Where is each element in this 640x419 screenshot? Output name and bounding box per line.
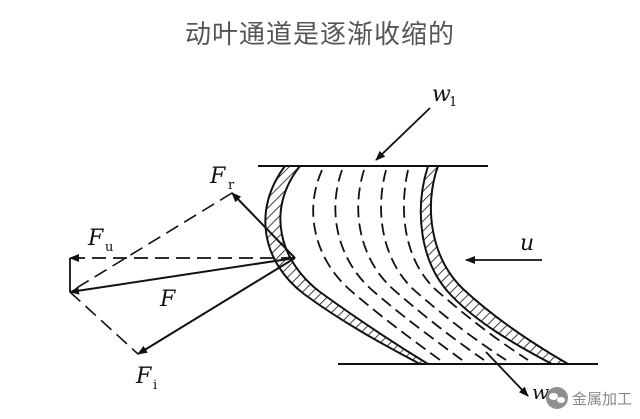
w2-arrow bbox=[485, 351, 529, 397]
page-title: 动叶通道是逐渐收缩的 bbox=[184, 20, 455, 50]
f-label: F bbox=[159, 287, 176, 312]
w1-subscript: 1 bbox=[449, 95, 457, 110]
fu-subscript: u bbox=[105, 240, 113, 255]
fi-subscript: i bbox=[153, 378, 157, 393]
fi-label: F bbox=[135, 364, 152, 389]
right-blade bbox=[419, 165, 572, 365]
w1-label: w bbox=[432, 82, 451, 107]
w2-label: w bbox=[532, 380, 549, 404]
fr-label: F bbox=[209, 164, 226, 189]
fr-arrow bbox=[231, 192, 296, 259]
f-arrow bbox=[69, 257, 296, 295]
fu-label: F bbox=[87, 226, 104, 251]
fi-arrow bbox=[137, 257, 296, 355]
fr-subscript: r bbox=[228, 178, 235, 193]
wechat-icon bbox=[545, 387, 568, 409]
watermark: 金属加工 bbox=[545, 387, 632, 409]
u-label: u bbox=[520, 231, 534, 256]
watermark-text: 金属加工 bbox=[571, 389, 632, 408]
w1-arrow bbox=[375, 107, 431, 161]
streamlines bbox=[312, 169, 529, 361]
force-diagram bbox=[69, 192, 296, 355]
